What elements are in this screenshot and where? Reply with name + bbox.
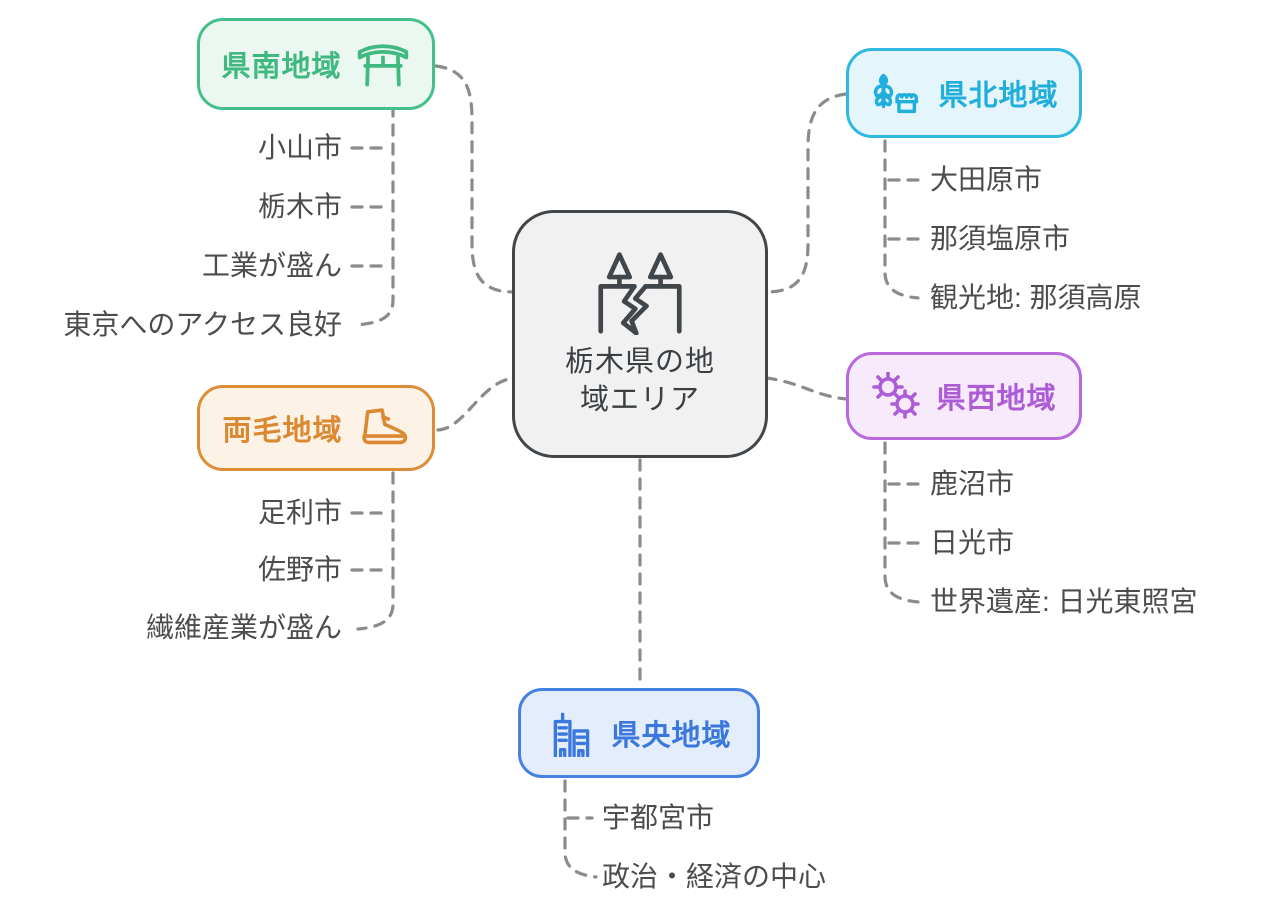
branch-node-kensei: 県西地域	[846, 352, 1082, 440]
branch-label-kensei: 県西地域	[936, 383, 1057, 415]
child-item: 観光地: 那須高原	[930, 282, 1142, 313]
center-node: 栃木県の地 域エリア	[512, 210, 768, 458]
connector-ryomo-center	[436, 376, 516, 432]
child-item: 小山市	[257, 132, 342, 163]
torii-gate-icon	[357, 44, 408, 87]
branch-node-kennan: 県南地域	[197, 18, 435, 110]
center-title-line2: 域エリア	[579, 384, 700, 416]
branch-node-kenhoku: 県北地域	[846, 48, 1082, 138]
sun-gear-icon	[872, 372, 921, 419]
child-item: 政治・経済の中心	[602, 861, 827, 892]
branch-label-kennan: 県南地域	[221, 51, 342, 83]
trunk-kennan	[354, 104, 395, 327]
branch-label-kenhoku: 県北地域	[938, 80, 1059, 112]
trunk-kenou	[563, 779, 598, 879]
trunk-kensei	[883, 441, 920, 604]
connector-kennan-center	[434, 64, 516, 294]
child-item: 東京へのアクセス良好	[63, 309, 342, 340]
child-item: 鹿沼市	[930, 468, 1015, 499]
center-title-line1: 栃木県の地	[564, 345, 715, 378]
child-item: 那須塩原市	[930, 223, 1071, 254]
connector-kensei-center	[764, 376, 848, 401]
trunk-ryomo	[356, 471, 395, 631]
child-item: 佐野市	[257, 554, 342, 585]
child-item: 大田原市	[930, 164, 1043, 195]
center-title: 栃木県の地 域エリア	[565, 343, 715, 420]
city-buildings-icon	[554, 712, 590, 757]
branch-label-ryomo: 両毛地域	[222, 415, 343, 447]
child-item: 繊維産業が盛ん	[145, 612, 342, 643]
child-item: 宇都宮市	[602, 802, 715, 833]
child-item: 日光市	[930, 527, 1015, 558]
child-item: 工業が盛ん	[201, 250, 342, 281]
connector-kenhoku-center	[764, 92, 848, 294]
split-region-icon	[598, 252, 682, 335]
trunk-kenhoku	[883, 139, 920, 300]
boot-icon	[361, 408, 407, 445]
child-item: 世界遺産: 日光東照宮	[930, 586, 1198, 617]
branch-node-ryomo: 両毛地域	[197, 385, 435, 471]
wheat-market-icon	[874, 73, 919, 114]
child-item: 栃木市	[257, 191, 342, 222]
branch-label-kenou: 県央地域	[611, 720, 732, 752]
child-item: 足利市	[257, 497, 342, 528]
branch-node-kenou: 県央地域	[518, 688, 760, 778]
